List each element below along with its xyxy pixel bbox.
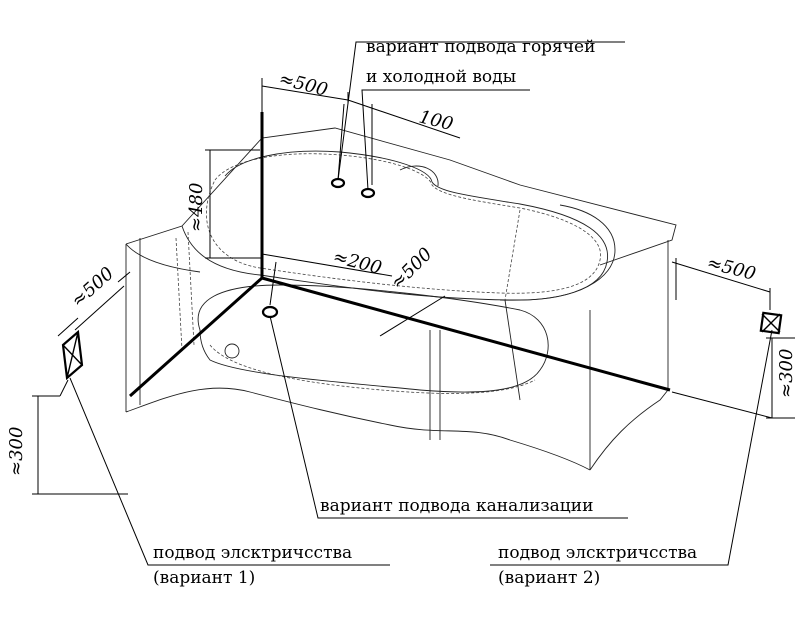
water-supply-label-line1: вариант подвода горячей (366, 37, 595, 57)
dim-left-300: ≈300 (6, 427, 27, 476)
cold-water-inlet (360, 187, 376, 199)
dim-top-100: 100 (417, 106, 455, 135)
electrical-box-2-icon (759, 311, 783, 335)
dim-left-500: ≈500 (67, 263, 118, 312)
dim-height-480: ≈480 (186, 183, 207, 232)
bathtub-outline (125, 127, 677, 471)
dim-top-500: ≈500 (277, 68, 330, 100)
hot-water-inlet (330, 177, 346, 189)
leader-lines (69, 41, 773, 566)
dimension-lines (32, 78, 795, 495)
dim-right-300: ≈300 (776, 349, 797, 398)
power-variant1-label-line2: (вариант 1) (153, 568, 255, 588)
dim-mid-200: ≈200 (331, 246, 384, 278)
power-variant1-label-line1: подвод элсктричсства (153, 543, 352, 563)
dim-mid-500: ≈500 (387, 244, 437, 294)
electrical-box-1-icon (61, 329, 84, 381)
reference-axes (129, 112, 671, 398)
water-supply-label-line2: и холодной воды (366, 67, 516, 87)
drain-outlet (261, 305, 279, 319)
drain-label: вариант подвода канализации (320, 496, 593, 516)
power-variant2-label-line1: подвод элсктричсства (498, 543, 697, 563)
power-variant2-label-line2: (вариант 2) (498, 568, 600, 588)
